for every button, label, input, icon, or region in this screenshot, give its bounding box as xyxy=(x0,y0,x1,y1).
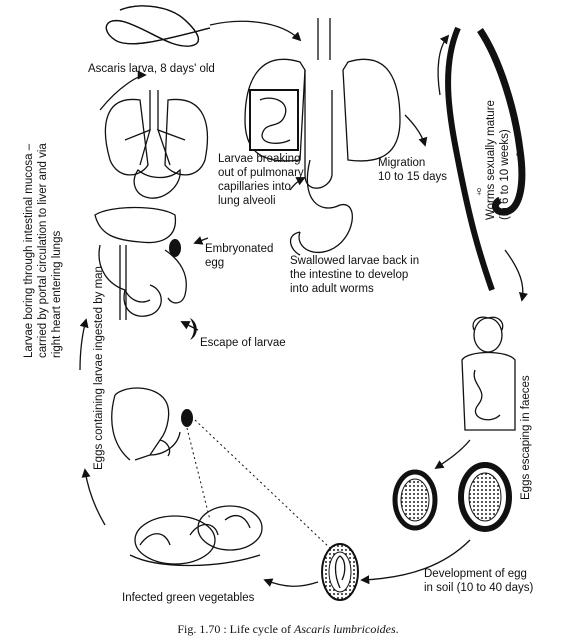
infected-vegetables-label: Infected green vegetables xyxy=(122,592,255,604)
dotted-path-1 xyxy=(186,427,211,521)
arrow-larva-to-lungs xyxy=(209,20,302,42)
embryonated-egg-label: Embryonated egg xyxy=(205,243,274,269)
arrow-worms-to-man xyxy=(504,249,528,302)
migration-label: Migration 10 to 15 days xyxy=(378,157,448,183)
arrow-embryonated-egg xyxy=(193,236,209,245)
arrow-man-to-body xyxy=(79,318,89,371)
escape-of-larvae-label: Escape of larvae xyxy=(200,337,286,349)
development-of-egg-label: Development of egg in soil (10 to 40 day… xyxy=(424,568,534,594)
soil-egg-illustration xyxy=(321,543,359,601)
man-illustration xyxy=(461,316,516,431)
body-organs-illustration xyxy=(94,90,208,320)
arrow-lungs-to-migration xyxy=(404,114,428,147)
arrow-eggs-to-soil xyxy=(360,539,471,585)
arrow-escape xyxy=(180,321,199,331)
eggs-in-faeces-label: Eggs escaping in faeces xyxy=(520,375,532,500)
escaping-larva-illustration xyxy=(190,318,197,340)
arrow-body-to-larva xyxy=(99,70,147,111)
faeces-eggs-illustration xyxy=(392,462,512,532)
larvae-boring-label: Larvae boring through intestinal mucosa … xyxy=(23,143,63,358)
female-symbol: ♀ xyxy=(474,183,485,199)
dotted-path-2 xyxy=(194,419,331,549)
adult-worms-illustration xyxy=(445,26,526,291)
arrow-swallowed xyxy=(289,177,306,191)
man-eating-illustration xyxy=(111,387,181,461)
arrow-to-worms xyxy=(437,34,450,96)
ingested-egg-illustration xyxy=(181,409,193,427)
vegetables-illustration xyxy=(129,505,263,567)
caption-prefix: Fig. 1.70 : Life cycle of xyxy=(177,622,294,636)
caption-species: Ascaris lumbricoides xyxy=(293,622,396,636)
arrow-vegetables-to-man xyxy=(81,468,106,526)
embryonated-egg-illustration xyxy=(169,239,181,257)
caption-suffix: . xyxy=(395,622,399,636)
eggs-ingested-label: Eggs containing larvae ingested by man xyxy=(93,266,105,470)
worms-mature-label: Worms sexually mature (in 6 to 10 weeks) xyxy=(485,100,511,220)
swallowed-larvae-label: Swallowed larvae back in the intestine t… xyxy=(290,255,420,295)
arrow-man-to-eggs xyxy=(434,439,471,470)
larvae-breaking-label: Larvae breaking out of pulmonary capilla… xyxy=(218,153,304,207)
male-symbol: ♂ xyxy=(514,145,525,161)
figure-caption: Fig. 1.70 : Life cycle of Ascaris lumbri… xyxy=(0,622,576,637)
larva-illustration xyxy=(105,5,211,47)
larva-label: Ascaris larva, 8 days' old xyxy=(88,63,215,75)
lungs-illustration xyxy=(244,18,401,256)
arrow-soil-to-vegetables xyxy=(263,578,319,587)
